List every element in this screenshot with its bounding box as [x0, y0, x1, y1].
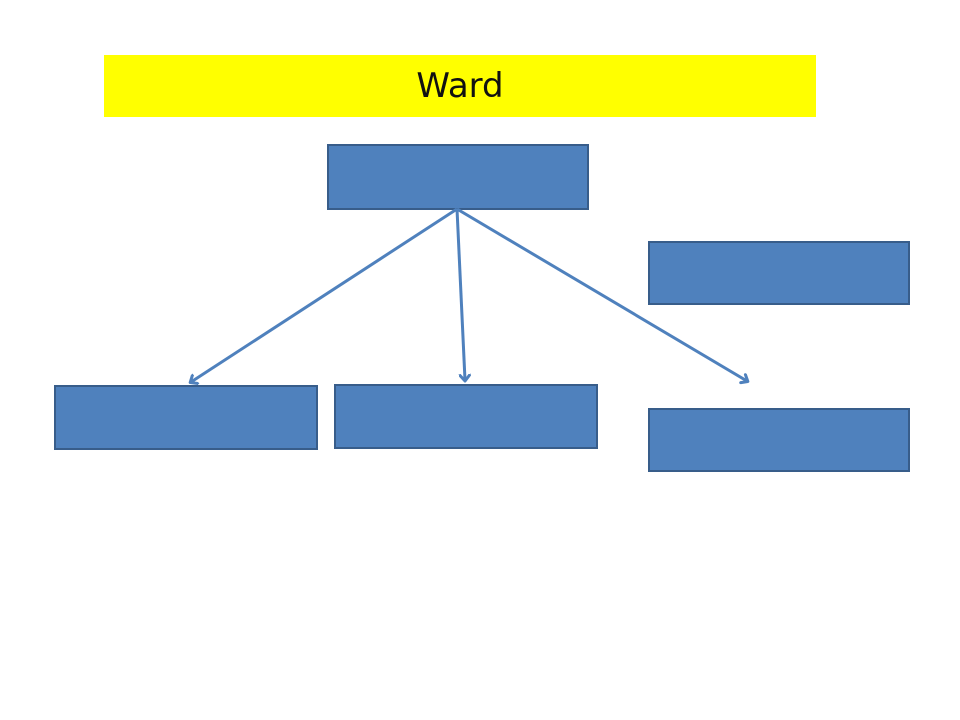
arrow-root-to-middle-child	[455, 208, 465, 380]
page-title: Ward	[416, 66, 504, 106]
arrow-root-to-right-lower	[456, 207, 747, 381]
diagram-box-right-upper	[648, 241, 910, 305]
diagram-box-left-child	[54, 385, 318, 450]
diagram-box-root	[327, 144, 589, 210]
title-banner: Ward	[104, 55, 816, 117]
diagram-box-middle-child	[334, 384, 598, 449]
arrow-root-to-left-child	[191, 207, 458, 382]
diagram-box-right-lower	[648, 408, 910, 472]
